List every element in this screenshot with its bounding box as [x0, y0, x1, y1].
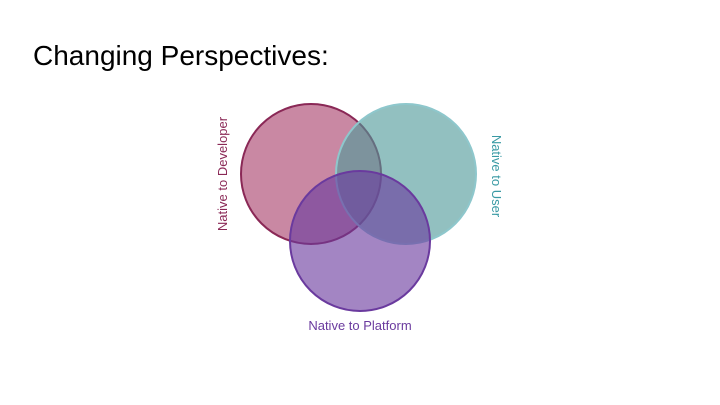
venn-label-platform: Native to Platform: [308, 318, 411, 333]
venn-label-developer: Native to Developer: [215, 116, 230, 231]
venn-circle-platform: [289, 170, 431, 312]
slide-title: Changing Perspectives:: [33, 40, 329, 71]
venn-label-user: Native to User: [489, 135, 504, 218]
